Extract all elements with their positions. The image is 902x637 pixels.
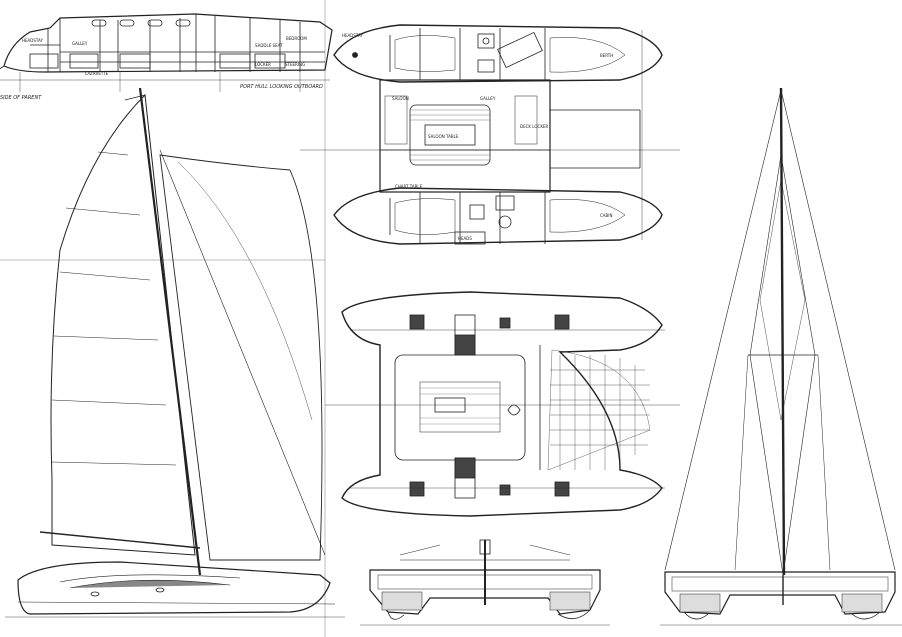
svg-text:HEADS: HEADS bbox=[458, 236, 472, 241]
deck-plan bbox=[325, 291, 680, 517]
svg-text:BEDROOM: BEDROOM bbox=[286, 36, 307, 41]
svg-text:GALLEY: GALLEY bbox=[72, 41, 88, 46]
svg-text:SIDE OF PARENT: SIDE OF PARENT bbox=[0, 95, 42, 101]
svg-text:STEERING: STEERING bbox=[285, 62, 305, 67]
svg-text:GALLEY: GALLEY bbox=[480, 96, 496, 101]
svg-text:SALOON: SALOON bbox=[392, 96, 409, 101]
sail-plan bbox=[5, 87, 345, 618]
inboard-profile: HEADSTAY GALLEY SADDLE SEAT LOCKER STEER… bbox=[0, 13, 333, 101]
svg-text:SALOON TABLE: SALOON TABLE bbox=[428, 134, 459, 139]
svg-text:LAZARETTE: LAZARETTE bbox=[85, 71, 109, 76]
svg-text:BERTH: BERTH bbox=[600, 53, 613, 58]
bow-view bbox=[360, 539, 610, 626]
accommodation-plan: HEADSTAY SALOON TABLE SALOON GALLEY DECK… bbox=[300, 24, 680, 245]
svg-text:HEADSTAY: HEADSTAY bbox=[342, 33, 363, 38]
svg-text:SADDLE SEAT: SADDLE SEAT bbox=[255, 43, 283, 48]
svg-text:DECK LOCKER: DECK LOCKER bbox=[520, 124, 548, 129]
svg-text:LOCKER: LOCKER bbox=[255, 62, 271, 67]
svg-text:HEADSTAY: HEADSTAY bbox=[22, 38, 43, 43]
rig-elevation bbox=[660, 87, 902, 626]
svg-text:CHART TABLE: CHART TABLE bbox=[395, 184, 423, 189]
svg-text:PORT HULL LOOKING OUTBOARD: PORT HULL LOOKING OUTBOARD bbox=[240, 84, 323, 90]
svg-text:CABIN: CABIN bbox=[600, 213, 612, 218]
